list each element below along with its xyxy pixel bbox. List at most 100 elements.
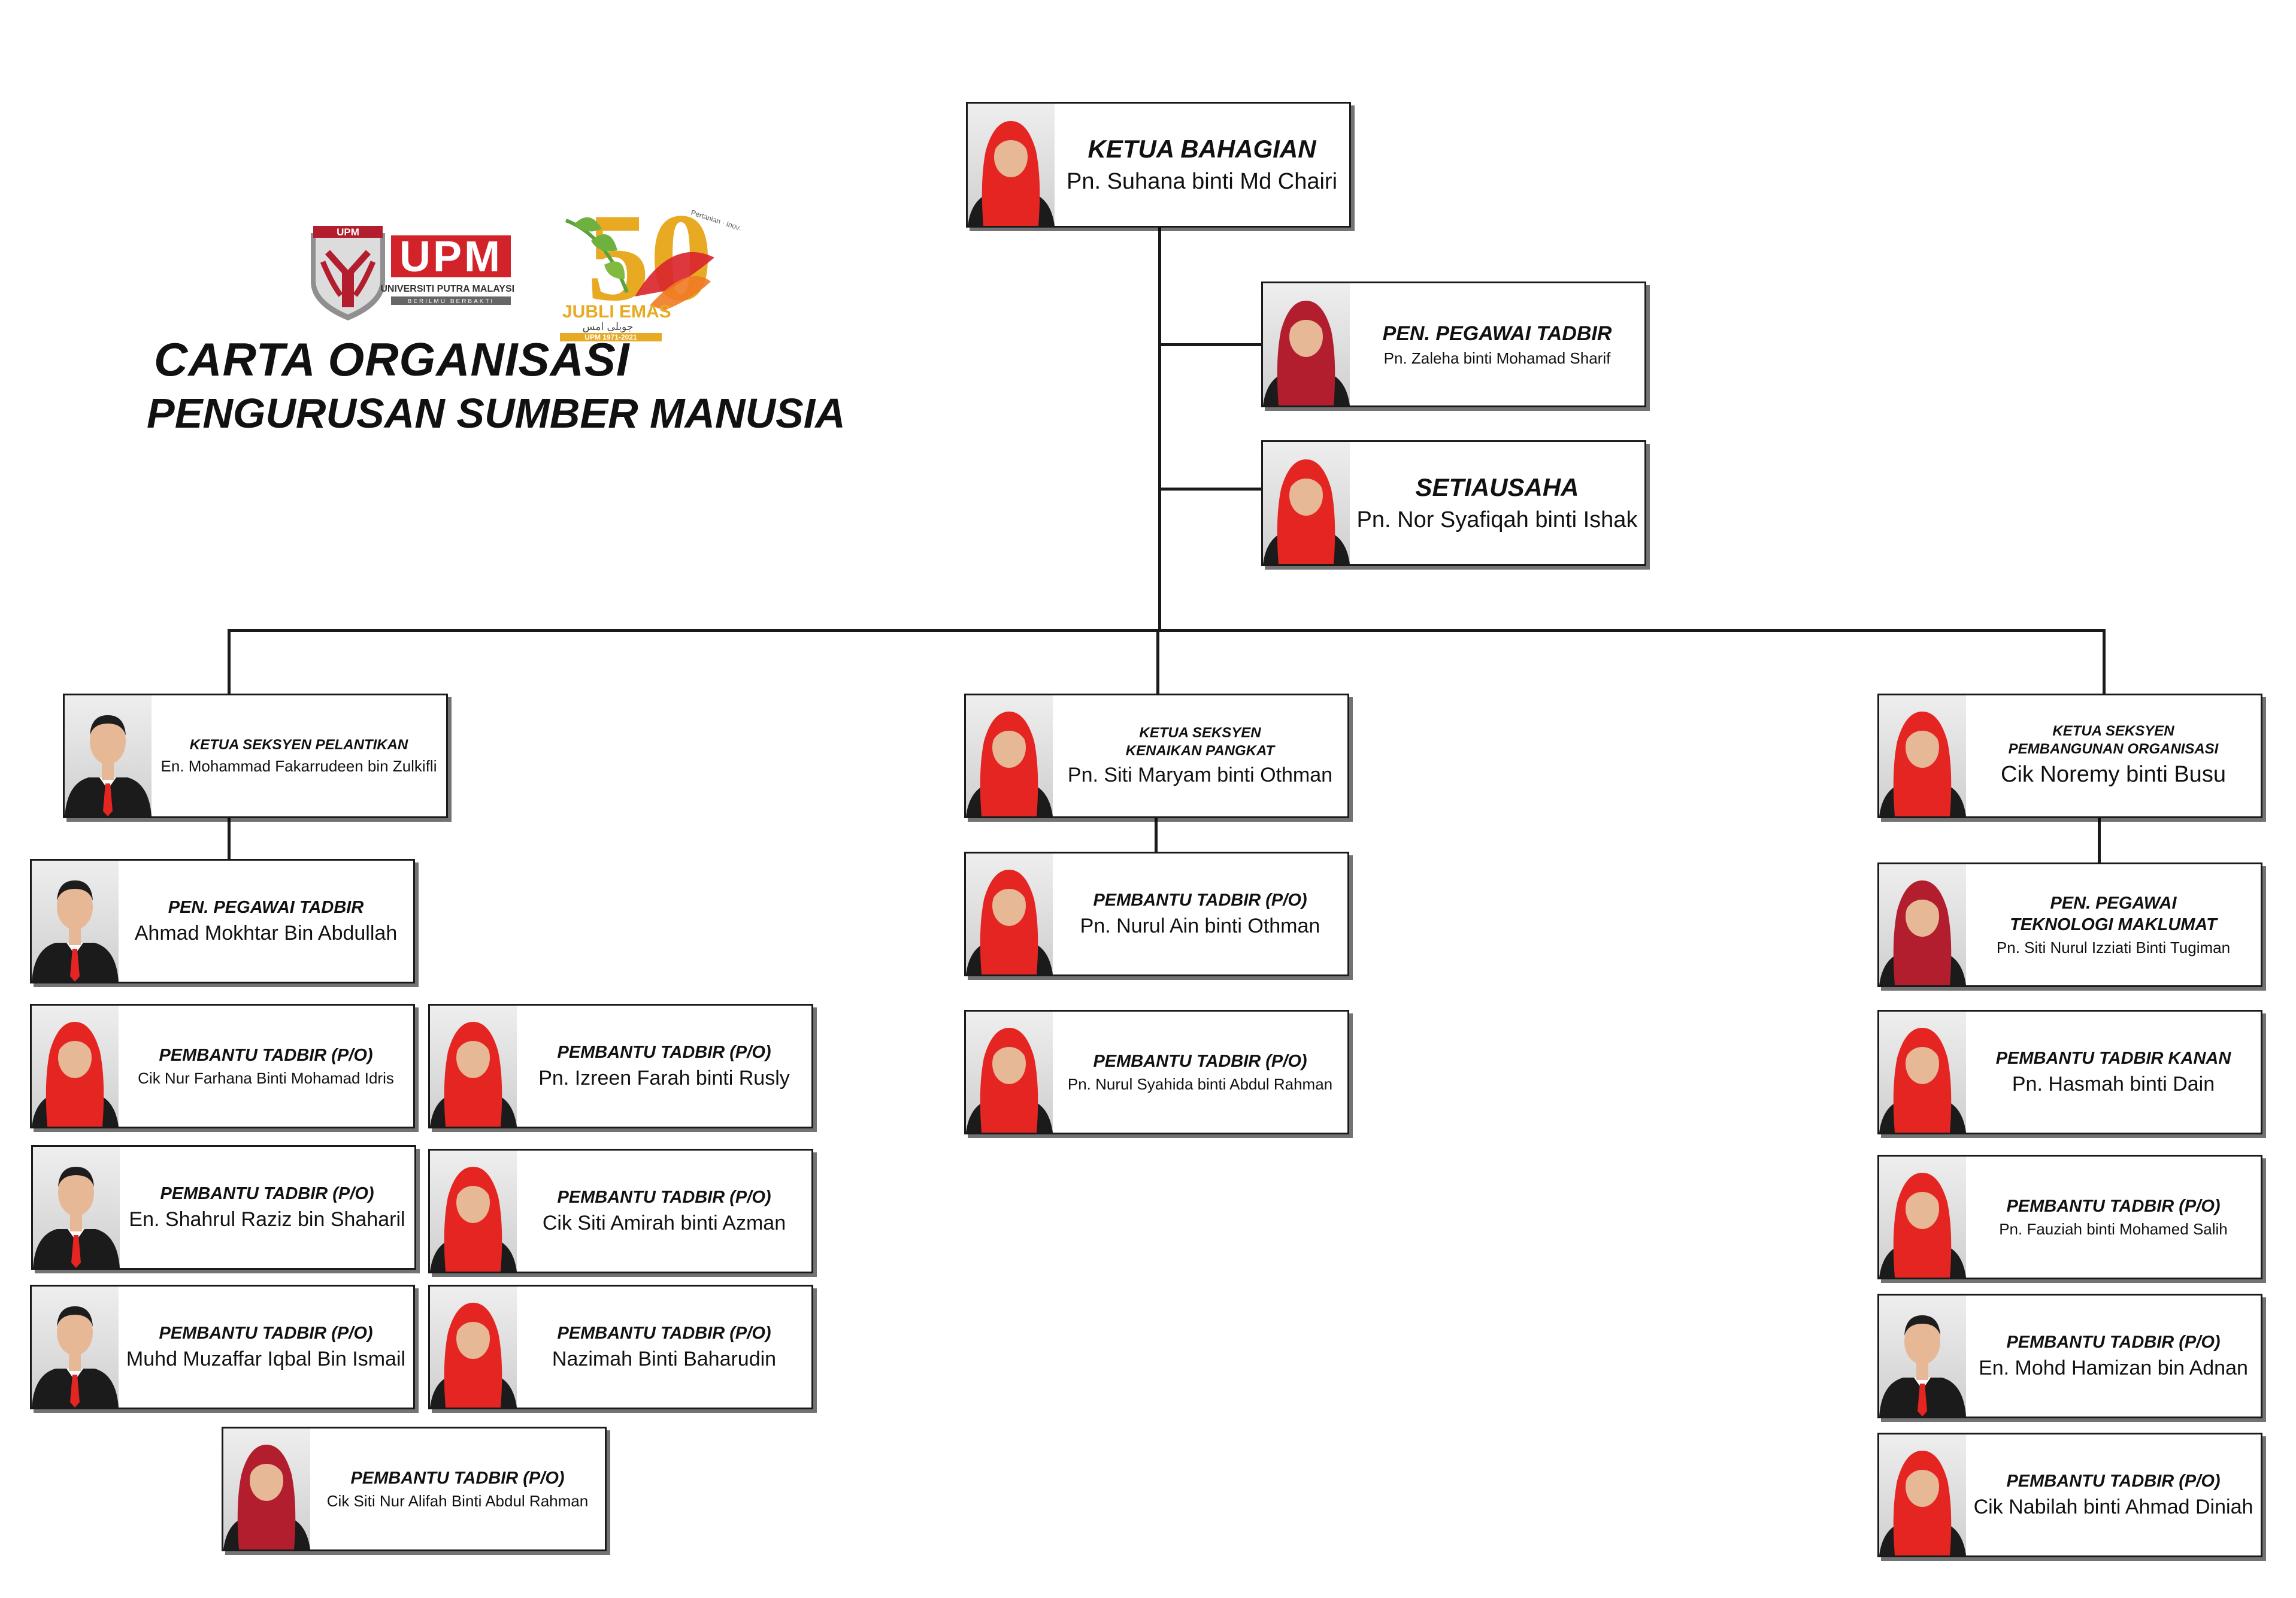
svg-text:BERILMU BERBAKTI: BERILMU BERBAKTI	[408, 298, 495, 305]
hijab-red-icon	[430, 1287, 517, 1408]
hijab-red-icon	[430, 1006, 517, 1127]
role-title: PEMBANTU TADBIR (P/O)	[557, 1042, 771, 1063]
person-name: En. Shahrul Raziz bin Shaharil	[129, 1207, 405, 1233]
role-line: PEMBANTU TADBIR (P/O)	[159, 1322, 372, 1344]
card-text: PEMBANTU TADBIR (P/O)Cik Nur Farhana Bin…	[119, 1006, 413, 1127]
role-line: KETUA SEKSYEN	[1126, 724, 1274, 742]
role-title: PEMBANTU TADBIR (P/O)	[159, 1322, 372, 1344]
hijab-dark-red-icon	[1879, 864, 1966, 985]
card-pt-alifah: PEMBANTU TADBIR (P/O)Cik Siti Nur Alifah…	[222, 1427, 607, 1551]
role-line: PEMBANGUNAN ORGANISASI	[2009, 740, 2219, 758]
role-line: KETUA SEKSYEN PELANTIKAN	[190, 736, 408, 754]
connector-line	[1156, 629, 1159, 694]
card-ketua-seksyen-pelantikan: KETUA SEKSYEN PELANTIKAN En. Mohammad Fak…	[63, 694, 448, 818]
person-name: Pn. Nor Syafiqah binti Ishak	[1357, 506, 1638, 535]
person-name: Muhd Muzaffar Iqbal Bin Ismail	[126, 1346, 405, 1372]
card-text: PEMBANTU TADBIR (P/O)Pn. Nurul Ain binti…	[1053, 854, 1347, 974]
jubli-emas-logo: 50 Pertanian · Inovasi · Kehidupan JUBLI…	[560, 192, 740, 341]
person-name: Cik Siti Amirah binti Azman	[543, 1210, 786, 1236]
connector-line	[2098, 818, 2101, 862]
role-line: PEMBANTU TADBIR (P/O)	[2006, 1331, 2220, 1353]
role-line: PEMBANTU TADBIR (P/O)	[350, 1467, 564, 1489]
person-name: Pn. Nurul Ain binti Othman	[1080, 913, 1320, 939]
person-name: Ahmad Mokhtar Bin Abdullah	[135, 921, 397, 946]
upm-crest-icon: UPM UPM UNIVERSITI PUTRA MALAYSIA BERILM…	[308, 225, 515, 323]
hijab-red-icon	[966, 1012, 1053, 1133]
card-text: PEMBANTU TADBIR (P/O) En. Shahrul Raziz b…	[120, 1147, 414, 1268]
person-name: Cik Nabilah binti Ahmad Diniah	[1974, 1494, 2253, 1520]
role-title: PEMBANTU TADBIR (P/O)	[160, 1183, 374, 1204]
card-ketua-seksyen-kenaikan: KETUA SEKSYENKENAIKAN PANGKAT Pn. Siti Ma…	[964, 694, 1349, 818]
card-pt-nurul-ain: PEMBANTU TADBIR (P/O)Pn. Nurul Ain binti…	[964, 852, 1349, 976]
role-title: PEMBANTU TADBIR (P/O)	[557, 1322, 771, 1344]
role-line: PEMBANTU TADBIR KANAN	[1996, 1048, 2231, 1069]
role-line: PEMBANTU TADBIR (P/O)	[557, 1187, 771, 1208]
card-pt-shahrul: PEMBANTU TADBIR (P/O) En. Shahrul Raziz b…	[31, 1145, 416, 1270]
role-title: PEMBANTU TADBIR (P/O)	[1093, 1051, 1307, 1072]
role-title: SETIAUSAHA	[1415, 472, 1579, 504]
connector-line	[2103, 629, 2106, 694]
hijab-dark-red-icon	[223, 1428, 310, 1549]
jubli-emas-emblem-icon: 50 Pertanian · Inovasi · Kehidupan JUBLI…	[560, 192, 740, 341]
person-name: En. Mohd Hamizan bin Adnan	[1979, 1355, 2248, 1381]
connector-line	[228, 629, 231, 694]
person-name: Pn. Nurul Syahida binti Abdul Rahman	[1068, 1075, 1332, 1094]
hijab-red-icon	[1879, 1434, 1966, 1555]
card-pt-nabilah: PEMBANTU TADBIR (P/O)Cik Nabilah binti A…	[1877, 1433, 2262, 1557]
card-text: PEMBANTU TADBIR KANAN Pn. Hasmah binti Da…	[1966, 1012, 2261, 1133]
connector-line	[228, 818, 231, 859]
role-title: PEMBANTU TADBIR (P/O)	[159, 1045, 372, 1066]
role-title: PEMBANTU TADBIR (P/O)	[2006, 1196, 2220, 1217]
hijab-red-icon	[968, 104, 1055, 226]
connector-line	[1158, 488, 1261, 491]
title-line1: CARTA ORGANISASI	[154, 332, 846, 387]
role-line: TEKNOLOGI MAKLUMAT	[2010, 914, 2217, 936]
role-line: PEMBANTU TADBIR (P/O)	[1093, 1051, 1307, 1072]
card-pt-nazimah: PEMBANTU TADBIR (P/O)Nazimah Binti Bahar…	[428, 1285, 813, 1409]
hijab-red-icon	[966, 854, 1053, 974]
hijab-red-icon	[1879, 1012, 1966, 1133]
man-tie-icon	[32, 1287, 119, 1408]
card-text: PEMBANTU TADBIR (P/O)Pn. Izreen Farah bi…	[517, 1006, 811, 1127]
role-line: PEMBANTU TADBIR (P/O)	[2006, 1470, 2220, 1492]
hijab-red-icon	[32, 1006, 119, 1127]
role-line: PEMBANTU TADBIR (P/O)	[1093, 889, 1307, 911]
person-name: Cik Noremy binti Busu	[2001, 761, 2226, 789]
role-line: KENAIKAN PANGKAT	[1126, 742, 1274, 760]
person-name: En. Mohammad Fakarrudeen bin Zulkifli	[161, 756, 437, 776]
card-text: PEMBANTU TADBIR (P/O)Muhd Muzaffar Iqbal…	[119, 1287, 413, 1408]
role-title: KETUA SEKSYEN PELANTIKAN	[190, 736, 408, 754]
role-line: PEMBANTU TADBIR (P/O)	[557, 1042, 771, 1063]
hijab-red-icon	[966, 695, 1053, 816]
connector-line	[1158, 343, 1261, 346]
person-name: Pn. Fauziah binti Mohamed Salih	[1999, 1219, 2228, 1239]
connector-line	[1155, 818, 1158, 852]
card-pt-muzaffar: PEMBANTU TADBIR (P/O)Muhd Muzaffar Iqbal…	[30, 1285, 415, 1409]
role-title: PEN. PEGAWAI TADBIR	[1383, 321, 1612, 347]
svg-text:UNIVERSITI PUTRA MALAYSIA: UNIVERSITI PUTRA MALAYSIA	[380, 284, 515, 294]
role-line: PEN. PEGAWAI TADBIR	[1383, 321, 1612, 347]
role-line: PEN. PEGAWAI	[2010, 892, 2217, 914]
person-name: Pn. Siti Maryam binti Othman	[1068, 762, 1332, 788]
role-line: SETIAUSAHA	[1415, 472, 1579, 504]
title-line2: PENGURUSAN SUMBER MANUSIA	[147, 389, 846, 437]
card-text: PEMBANTU TADBIR (P/O)Nazimah Binti Bahar…	[517, 1287, 811, 1408]
role-line: KETUA SEKSYEN	[2009, 722, 2219, 740]
svg-text:UPM: UPM	[337, 226, 359, 238]
card-text: PEMBANTU TADBIR (P/O) Pn. Nurul Syahida b…	[1053, 1012, 1347, 1133]
role-title: PEMBANTU TADBIR KANAN	[1996, 1048, 2231, 1069]
person-name: Pn. Hasmah binti Dain	[2012, 1072, 2215, 1097]
card-text: PEMBANTU TADBIR (P/O)Pn. Fauziah binti M…	[1966, 1157, 2261, 1278]
role-title: PEMBANTU TADBIR (P/O)	[557, 1187, 771, 1208]
person-name: Cik Siti Nur Alifah Binti Abdul Rahman	[327, 1491, 588, 1511]
